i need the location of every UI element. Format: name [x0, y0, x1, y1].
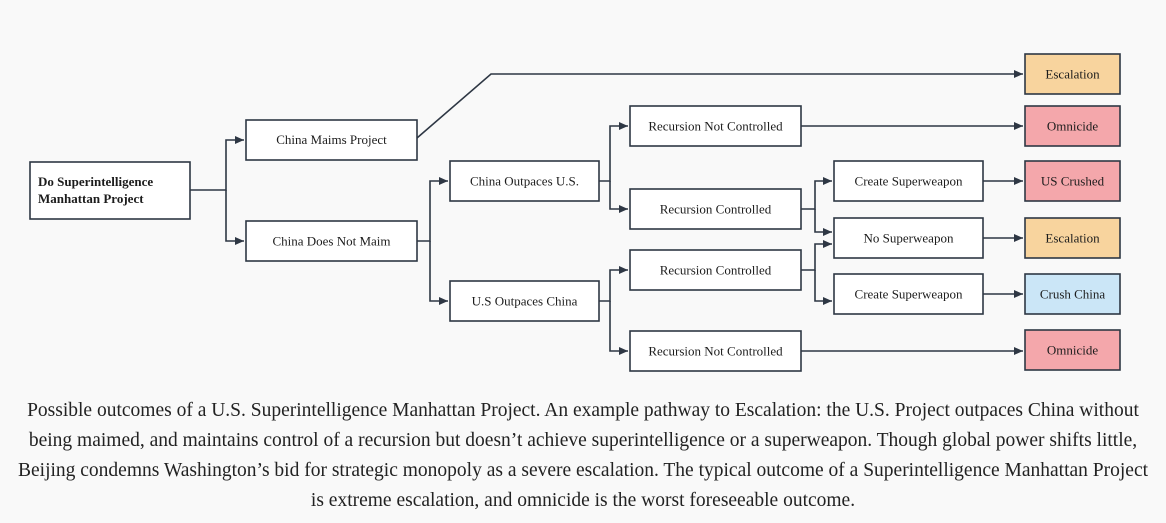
outcome-omnicide-2-label: Omnicide [1047, 343, 1098, 358]
outcome-crush-china-label: Crush China [1040, 287, 1106, 302]
nodes: Do Superintelligence Manhattan Project C… [29, 53, 1121, 372]
outcome-escalation-1-label: Escalation [1045, 67, 1100, 82]
outcome-escalation-2-box [1024, 217, 1121, 259]
node-recursion-controlled-2-label: Recursion Controlled [660, 263, 772, 278]
edge-rec-controlled-1-no-superweapon [814, 209, 832, 236]
node-china-outpaces-us: China Outpaces U.S. [449, 160, 600, 202]
outcome-crush-china-box [1024, 273, 1121, 315]
node-us-outpaces-china-label: U.S Outpaces China [472, 294, 578, 309]
outcome-us-crushed-label: US Crushed [1041, 174, 1105, 189]
edge-rec-controlled-2-no-superweapon [801, 240, 832, 271]
outcome-escalation-2-label: Escalation [1045, 231, 1100, 246]
node-recursion-controlled-1-label: Recursion Controlled [660, 202, 772, 217]
node-recursion-controlled-2: Recursion Controlled [629, 249, 802, 291]
node-root-label-line-1: Do Superintelligence [38, 174, 153, 189]
node-root: Do Superintelligence Manhattan Project [29, 161, 191, 220]
node-no-superweapon-label: No Superweapon [864, 231, 954, 246]
node-us-outpaces-china: U.S Outpaces China [449, 280, 600, 322]
edge-rec-controlled-2-create-superweapon [814, 270, 832, 305]
outcome-omnicide-1-label: Omnicide [1047, 119, 1098, 134]
outcome-crush-china: Crush China [1024, 273, 1121, 315]
node-recursion-controlled-1: Recursion Controlled [629, 188, 802, 230]
node-china-does-not-maim: China Does Not Maim [245, 220, 418, 262]
node-no-superweapon: No Superweapon [833, 217, 984, 259]
figure-caption: Possible outcomes of a U.S. Superintelli… [17, 400, 1149, 511]
node-china-outpaces-us-label: China Outpaces U.S. [470, 174, 579, 189]
outcome-escalation-2: Escalation [1024, 217, 1121, 259]
node-create-superweapon-1: Create Superweapon [833, 160, 984, 202]
edge-china-outpaces-rec-controlled [609, 181, 628, 213]
node-china-does-not-maim-label: China Does Not Maim [272, 234, 390, 249]
outcome-escalation-1: Escalation [1024, 53, 1121, 95]
outcome-escalation-1-box [1024, 53, 1121, 95]
edge-not-maim-us-outpaces [429, 241, 448, 305]
outcome-omnicide-2-box [1024, 329, 1121, 371]
node-create-superweapon-2-label: Create Superweapon [855, 287, 963, 302]
node-recursion-not-controlled-1: Recursion Not Controlled [629, 105, 802, 147]
edges [190, 70, 1023, 355]
outcome-tree-diagram: Do Superintelligence Manhattan Project C… [29, 53, 1121, 372]
edge-china-maims-escalation [416, 70, 1023, 139]
edge-us-outpaces-rec-controlled [599, 266, 628, 302]
node-root-label-line-2: Manhattan Project [38, 191, 144, 206]
edge-us-outpaces-rec-not-controlled [609, 301, 628, 355]
node-china-maims-project: China Maims Project [245, 119, 418, 161]
outcome-us-crushed: US Crushed [1024, 160, 1121, 202]
node-create-superweapon-1-label: Create Superweapon [855, 174, 963, 189]
node-recursion-not-controlled-1-label: Recursion Not Controlled [648, 119, 783, 134]
edge-china-outpaces-rec-not-controlled [599, 122, 628, 182]
outcome-us-crushed-box [1024, 160, 1121, 202]
node-recursion-not-controlled-2: Recursion Not Controlled [629, 330, 802, 372]
outcome-omnicide-1: Omnicide [1024, 105, 1121, 147]
edge-rec-controlled-1-create-superweapon [801, 177, 832, 210]
edge-not-maim-china-outpaces [417, 177, 448, 242]
edge-root-china-maims [190, 136, 244, 191]
outcome-omnicide-2: Omnicide [1024, 329, 1121, 371]
edge-root-china-not-maim [225, 190, 244, 245]
node-create-superweapon-2: Create Superweapon [833, 273, 984, 315]
node-china-maims-project-label: China Maims Project [276, 132, 387, 147]
outcome-omnicide-1-box [1024, 105, 1121, 147]
node-recursion-not-controlled-2-label: Recursion Not Controlled [648, 344, 783, 359]
